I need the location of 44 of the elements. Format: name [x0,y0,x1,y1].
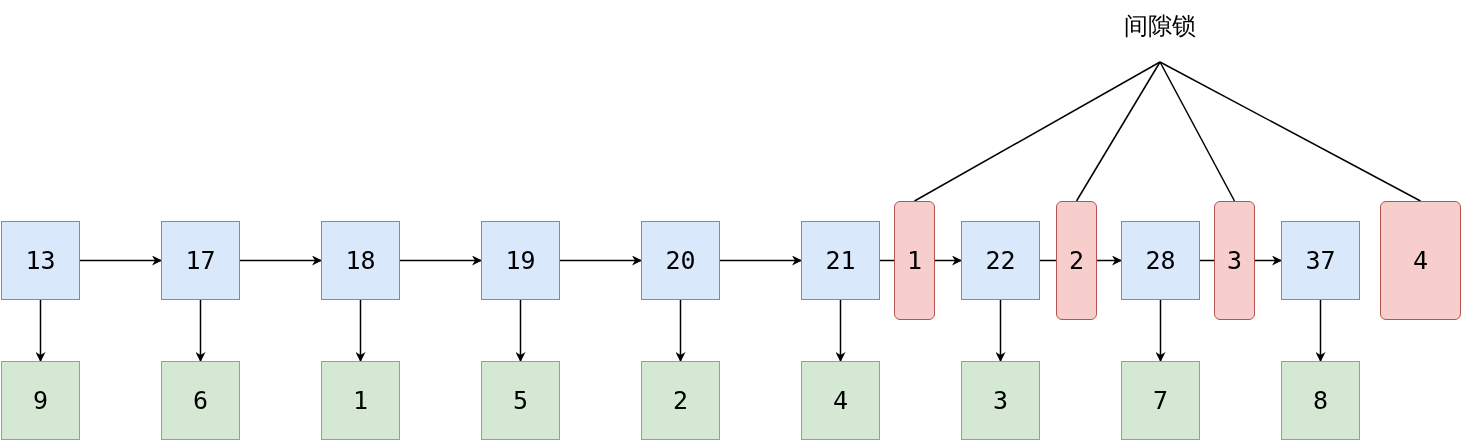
row-box: 8 [1281,361,1360,440]
gap-lock-box: 4 [1380,201,1461,320]
row-box: 7 [1121,361,1200,440]
key-box: 21 [801,221,880,300]
gap-lock-box: 3 [1214,201,1255,320]
row-box: 5 [481,361,560,440]
arrow [195,299,206,362]
arrow [515,299,526,362]
key-box: 20 [641,221,720,300]
arrow [835,299,846,362]
key-box: 22 [961,221,1040,300]
row-box: 4 [801,361,880,440]
arrow [1096,255,1122,266]
key-box: 13 [1,221,80,300]
leader-line [913,61,1161,202]
row-box: 6 [161,361,240,440]
row-box: 1 [321,361,400,440]
arrow [995,299,1006,362]
key-box: 19 [481,221,560,300]
row-box: 3 [961,361,1040,440]
arrow [355,299,366,362]
row-box: 2 [641,361,720,440]
gap-lock-box: 1 [894,201,935,320]
arrow [934,255,962,266]
key-box: 28 [1121,221,1200,300]
arrow [559,255,642,266]
arrow [719,255,802,266]
lock-label: 间隙锁 [1100,10,1220,62]
arrow [1254,255,1282,266]
arrow [1155,299,1166,362]
arrow [675,299,686,362]
leader-line [1075,61,1161,202]
key-box: 18 [321,221,400,300]
gap-lock-box: 2 [1056,201,1097,320]
key-box: 17 [161,221,240,300]
row-box: 9 [1,361,80,440]
arrow [1315,299,1326,362]
leader-line [1159,61,1236,202]
arrow [399,255,482,266]
arrow [79,255,162,266]
arrow [35,299,46,362]
arrow [239,255,322,266]
leader-line [1159,61,1422,202]
key-box: 37 [1281,221,1360,300]
